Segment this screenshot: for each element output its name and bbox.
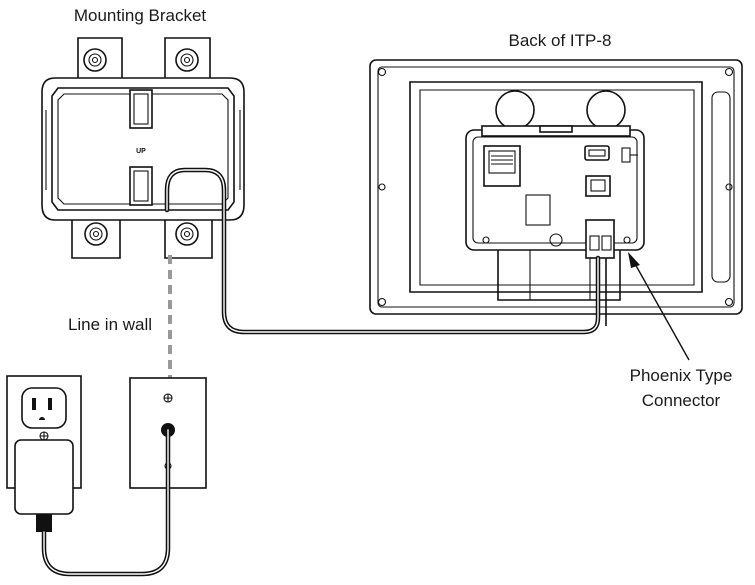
device-back [369,59,743,315]
connector-pointer [628,252,690,361]
connector-label-line2: Connector [642,391,721,410]
mounting-bracket-label: Mounting Bracket [74,6,207,25]
mounting-bracket: UP [41,37,245,259]
connector-label-line1: Phoenix Type [630,366,733,385]
cables [41,167,607,577]
device-back-label: Back of ITP-8 [509,31,612,50]
power-adapter [14,439,74,532]
line-in-wall-label: Line in wall [68,315,152,334]
bracket-up-label: UP [136,148,146,155]
